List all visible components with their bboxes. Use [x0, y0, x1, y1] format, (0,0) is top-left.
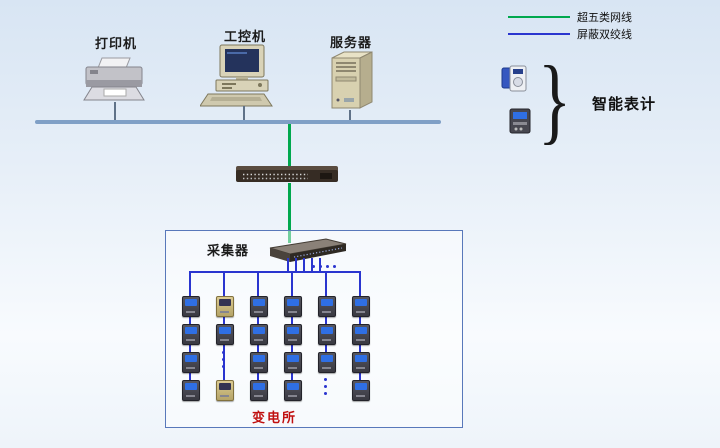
- power-meter-icon: [318, 352, 336, 373]
- power-meter-icon: [284, 380, 302, 401]
- collector-pin-wire: [295, 258, 297, 272]
- continuation-dots: [222, 351, 225, 368]
- server-label: 服务器: [329, 35, 372, 50]
- printer-icon: [83, 57, 145, 101]
- meter-column-wire: [325, 272, 327, 362]
- power-meter-icon: [216, 324, 234, 345]
- smart-meter-icon: [501, 65, 527, 92]
- industrial-pc-label: 工控机: [223, 29, 266, 44]
- printer-label: 打印机: [94, 36, 137, 51]
- substation-enclosure: [165, 230, 463, 428]
- power-meter-icon: [182, 380, 200, 401]
- smart-meter-dark-icon: [509, 108, 531, 134]
- legend-stp-line: [508, 33, 570, 35]
- pc-drop-line: [243, 106, 245, 122]
- power-meter-icon: [182, 296, 200, 317]
- printer-drop-line: [114, 102, 116, 122]
- server-drop-line: [349, 110, 351, 122]
- network-switch-icon: [236, 166, 338, 182]
- power-meter-icon: [250, 324, 268, 345]
- collector-label: 采集器: [206, 243, 249, 258]
- collector-pin-wire: [287, 258, 289, 272]
- power-meter-icon: [352, 296, 370, 317]
- kwh-meter-icon: [216, 296, 234, 317]
- cat5-line-lower: [288, 183, 291, 243]
- continuation-dots: [324, 378, 327, 395]
- power-meter-icon: [284, 352, 302, 373]
- cat5-line-upper: [288, 124, 291, 167]
- power-meter-icon: [352, 324, 370, 345]
- power-meter-icon: [284, 296, 302, 317]
- continuation-dots: [312, 265, 336, 268]
- legend-cat5-label: 超五类网线: [577, 12, 632, 24]
- desktop-computer-icon: [200, 44, 273, 107]
- power-meter-icon: [250, 380, 268, 401]
- power-meter-icon: [182, 352, 200, 373]
- legend-cat5-line: [508, 16, 570, 18]
- power-meter-icon: [284, 324, 302, 345]
- smart-meter-label: 智能表计: [592, 97, 657, 113]
- power-meter-icon: [352, 352, 370, 373]
- power-meter-icon: [250, 296, 268, 317]
- legend-stp-label: 屏蔽双绞线: [577, 29, 632, 41]
- server-tower-icon: [331, 51, 373, 109]
- grouping-brace: }: [538, 46, 572, 153]
- collector-device-icon: [269, 238, 347, 262]
- distribution-wire: [189, 271, 361, 273]
- power-meter-icon: [318, 296, 336, 317]
- backbone-bus-line: [35, 120, 441, 124]
- power-meter-icon: [318, 324, 336, 345]
- power-meter-icon: [250, 352, 268, 373]
- power-meter-icon: [352, 380, 370, 401]
- collector-pin-wire: [303, 258, 305, 272]
- substation-label: 变电所: [252, 410, 298, 425]
- kwh-meter-icon: [216, 380, 234, 401]
- power-meter-icon: [182, 324, 200, 345]
